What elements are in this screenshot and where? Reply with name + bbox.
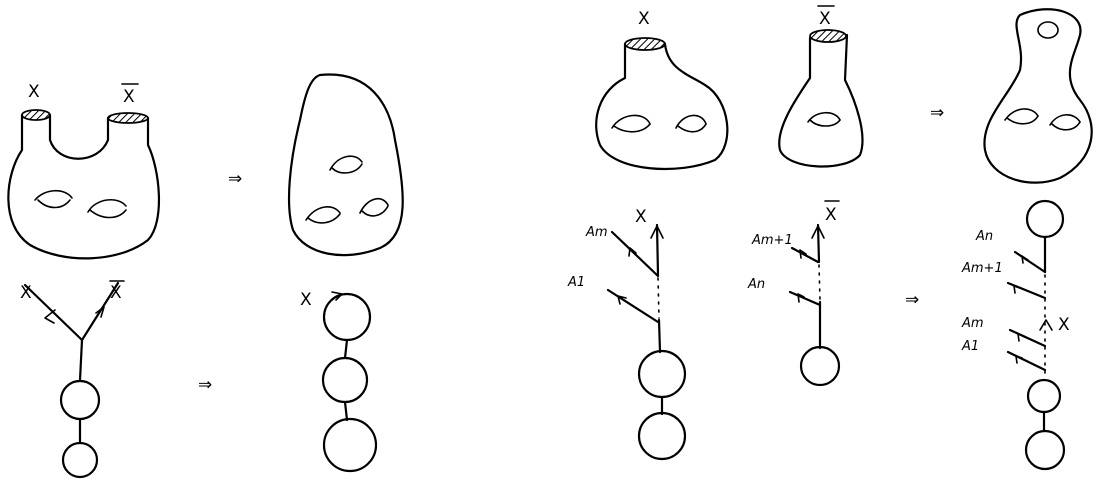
vertex-circle-4 <box>322 417 378 473</box>
right-graph-xbar <box>788 223 841 387</box>
vertex-circle-6 <box>637 411 687 461</box>
svg-text:X: X <box>819 9 831 29</box>
label-xbar-left: X <box>121 83 139 107</box>
vertex-circle-1 <box>59 379 101 421</box>
vertex-circle-7 <box>799 345 841 387</box>
svg-text:X: X <box>123 87 135 107</box>
result-graph-right <box>1006 199 1066 471</box>
vertex-circle-2 <box>61 441 99 479</box>
svg-text:X: X <box>825 205 837 225</box>
label-x-tree-left: X <box>20 283 32 303</box>
label-x-loop: X <box>300 290 312 310</box>
result-surface-right <box>983 8 1093 184</box>
label-x-right-surface: X <box>638 9 650 29</box>
implies-arrow-3: ⇒ <box>930 103 944 123</box>
implies-arrow-4: ⇒ <box>905 290 919 310</box>
right-surface-xbar <box>778 29 864 168</box>
boundary-disk-x <box>624 37 666 51</box>
label-a-m: Am <box>585 225 608 240</box>
vertex-circle-5 <box>637 349 687 399</box>
label-a-m1: Am+1 <box>751 233 793 248</box>
boundary-disk-xbar <box>809 29 847 43</box>
boundary-disk-right <box>107 112 149 124</box>
label-a-m1-result: Am+1 <box>961 261 1003 276</box>
label-xbar-graph-right: X <box>824 200 840 225</box>
edge-arrow-left <box>44 309 56 324</box>
left-graph-tree <box>23 281 120 479</box>
vertex-circle-8 <box>1025 199 1065 239</box>
vertex-circle-9 <box>1026 378 1062 414</box>
edge-arrow-right <box>95 306 105 318</box>
label-xbar-right-surface: X <box>817 5 835 29</box>
trunk-arrow <box>650 225 664 239</box>
label-x-result: X <box>1058 315 1070 335</box>
svg-text:X: X <box>110 283 122 303</box>
label-a-1: A1 <box>567 275 585 290</box>
label-x-graph-right: X <box>635 207 647 227</box>
result-surface-left <box>287 73 404 257</box>
result-graph-chain <box>321 291 378 473</box>
implies-arrow-1: ⇒ <box>228 169 242 189</box>
label-xbar-tree-left: X <box>109 280 125 303</box>
right-graph-x <box>606 223 687 461</box>
label-a-n: An <box>747 277 765 292</box>
vertex-circle-10 <box>1024 429 1066 471</box>
label-a-n-result: An <box>975 229 993 244</box>
x-arrow <box>1039 319 1053 331</box>
label-a-1-result: A1 <box>961 339 979 354</box>
left-surface-two-tubes <box>7 109 161 260</box>
label-a-m-result: Am <box>961 316 984 331</box>
boundary-disk-left <box>21 109 51 121</box>
implies-arrow-2: ⇒ <box>198 375 212 395</box>
label-x-left: X <box>28 82 40 102</box>
right-surface-x <box>595 37 729 171</box>
vertex-circle-3 <box>321 356 369 404</box>
loop-circle <box>322 292 372 342</box>
